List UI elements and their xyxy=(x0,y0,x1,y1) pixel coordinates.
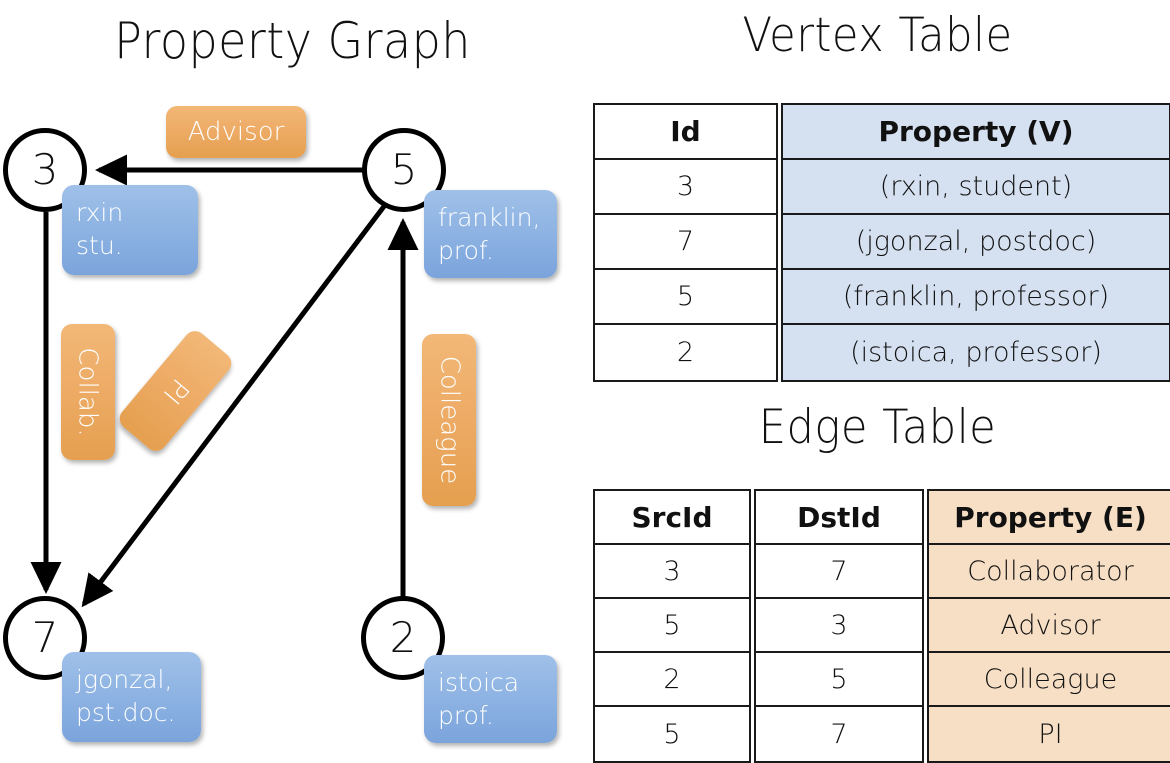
table-row: 7 xyxy=(756,545,922,599)
edge-label-pi-text: PI xyxy=(156,372,195,410)
edge-5-to-7 xyxy=(81,203,387,608)
table-row: (istoica, professor) xyxy=(783,325,1169,380)
table-row: 3 xyxy=(595,545,749,599)
edge-table-header-dstid: DstId xyxy=(756,491,922,545)
table-row: 5 xyxy=(756,653,922,707)
table-row: Colleague xyxy=(929,653,1170,707)
edge-table-header-srcid: SrcId xyxy=(595,491,749,545)
edge-label-collab: Collab. xyxy=(61,324,115,460)
table-row: Advisor xyxy=(929,599,1170,653)
edge-table-dstid-column: DstId 7 3 5 7 xyxy=(754,489,924,763)
edge-label-colleague: Colleague xyxy=(422,334,476,506)
edge-table-header-property: Property (E) xyxy=(929,491,1170,545)
table-row: (franklin, professor) xyxy=(783,270,1169,325)
table-row: 3 xyxy=(595,160,776,215)
edge-table-property-column: Property (E) Collaborator Advisor Collea… xyxy=(927,489,1170,763)
graph-node-2[interactable]: 2 xyxy=(361,596,445,680)
node-property-box-franklin: franklin, prof. xyxy=(424,190,557,278)
graph-node-5-label: 5 xyxy=(390,145,418,194)
page-title-edge-table: Edge Table xyxy=(758,400,997,455)
graph-node-5[interactable]: 5 xyxy=(362,128,446,212)
edge-label-colleague-text: Colleague xyxy=(434,355,465,485)
graph-node-2-label: 2 xyxy=(389,613,417,662)
node-property-box-jgonzal: jgonzal, pst.doc. xyxy=(62,652,201,742)
graph-node-7-label: 7 xyxy=(31,613,59,662)
table-row: 5 xyxy=(663,718,681,750)
node-property-box-istoica: istoica prof. xyxy=(424,655,557,743)
table-row: (jgonzal, postdoc) xyxy=(783,215,1169,270)
vertex-table-id-column: Id 3 7 5 2 xyxy=(593,103,778,382)
table-row: 5 xyxy=(595,270,776,325)
table-row: PI xyxy=(929,707,1170,761)
table-row: 7 xyxy=(595,215,776,270)
table-row: 2 xyxy=(595,653,749,707)
edge-label-advisor: Advisor xyxy=(166,106,306,158)
table-row: 3 xyxy=(756,599,922,653)
page-title-vertex-table: Vertex Table xyxy=(742,8,1013,63)
graph-edges-svg xyxy=(30,154,419,610)
edge-label-collab-text: Collab. xyxy=(73,347,103,437)
edge-label-advisor-text: Advisor xyxy=(187,117,285,147)
vertex-table: Id 3 7 5 2 Property (V) (rxin, student) … xyxy=(593,103,1170,382)
table-row: Collaborator xyxy=(929,545,1170,599)
edge-table-srcid-column: SrcId 3 5 2 5 xyxy=(593,489,751,763)
table-row: 5 xyxy=(595,599,749,653)
table-row: 7 xyxy=(830,718,848,750)
graph-node-3-label: 3 xyxy=(31,145,59,194)
property-graph-diagram: 3 5 7 2 rxin stu. franklin, prof. jgonza… xyxy=(0,0,585,760)
page-title-property-graph: Property Graph xyxy=(114,12,471,70)
table-row: (rxin, student) xyxy=(783,160,1169,215)
vertex-table-header-id: Id xyxy=(595,105,776,160)
edge-table: SrcId 3 5 2 5 DstId 7 3 5 7 Property (E)… xyxy=(593,489,1170,763)
table-row: 2 xyxy=(676,337,695,368)
vertex-table-property-column: Property (V) (rxin, student) (jgonzal, p… xyxy=(781,103,1170,382)
node-property-box-rxin: rxin stu. xyxy=(62,185,198,275)
vertex-table-header-property: Property (V) xyxy=(783,105,1169,160)
